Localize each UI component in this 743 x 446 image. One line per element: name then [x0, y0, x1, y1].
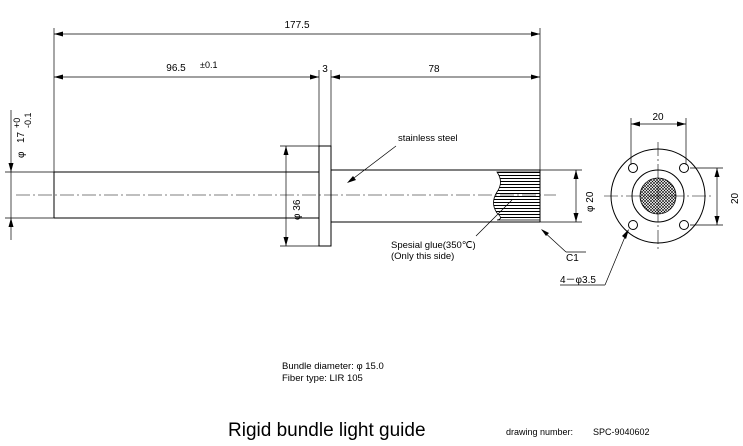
- shaft-dia-symbol: φ: [16, 151, 27, 158]
- glue-section: [493, 171, 541, 221]
- drawing-number-label: drawing number:: [506, 427, 573, 437]
- mounting-hole: [628, 220, 638, 230]
- shaft-dia: 17: [16, 131, 27, 143]
- mounting-hole: [679, 163, 689, 173]
- fiber-type: Fiber type: LIR 105: [282, 373, 363, 384]
- overall-length: 177.5: [284, 20, 309, 31]
- left-tolerance: ±0.1: [200, 60, 217, 70]
- left-length: 96.5: [166, 63, 186, 74]
- chamfer-label: C1: [566, 253, 579, 264]
- dimension-tube-dia: φ 20: [540, 169, 596, 223]
- dimension-end-height: 20: [690, 167, 741, 226]
- flange-dia: φ 36: [292, 199, 303, 220]
- dimension-overall: 177.5: [53, 20, 541, 172]
- dimension-shaft-dia: φ 17 +0 -0.1: [5, 110, 54, 240]
- holes-label: 4－φ3.5: [560, 275, 596, 286]
- glue-note: (Only this side): [391, 251, 454, 262]
- end-width: 20: [652, 112, 664, 123]
- shaft-tol-lower: -0.1: [23, 112, 33, 128]
- glue-label: Spesial glue(350℃): [391, 240, 476, 251]
- material-callout: stainless steel: [347, 133, 458, 183]
- right-length: 78: [428, 64, 440, 75]
- dimension-end-width: 20: [630, 112, 687, 165]
- flange-thickness: 3: [322, 64, 328, 75]
- end-height: 20: [730, 192, 741, 204]
- dimension-flange-thickness: 3 78: [322, 64, 540, 80]
- flange: [318, 145, 332, 247]
- drawing-number: SPC-9040602: [593, 427, 650, 437]
- holes-callout: 4－φ3.5: [560, 229, 629, 286]
- mounting-hole: [628, 163, 638, 173]
- side-view: [16, 145, 556, 247]
- dimension-flange-dia: φ 36: [280, 145, 319, 247]
- material-label: stainless steel: [398, 133, 458, 144]
- bundle-diameter: Bundle diameter: φ 15.0: [282, 361, 384, 372]
- tube-dia: φ 20: [585, 191, 596, 212]
- shaft-tol-upper: +0: [12, 118, 22, 128]
- drawing-title: Rigid bundle light guide: [228, 420, 426, 441]
- chamfer-callout: C1: [541, 229, 586, 264]
- glue-callout: Spesial glue(350℃) (Only this side): [391, 199, 513, 262]
- end-view: [604, 142, 712, 250]
- mounting-hole: [679, 220, 689, 230]
- dimension-left: 96.5 ±0.1: [54, 60, 332, 146]
